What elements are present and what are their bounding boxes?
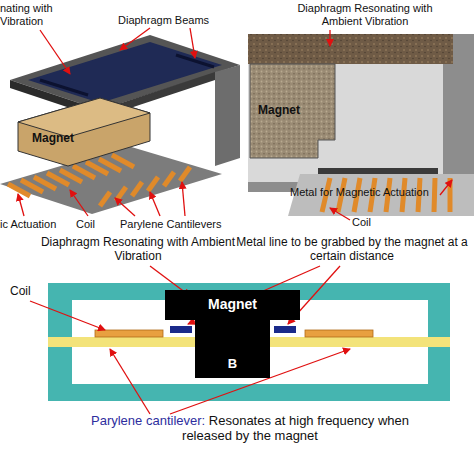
part-label: Coil <box>76 218 116 231</box>
field-label: B <box>165 356 300 371</box>
part-label: nating with Vibration <box>0 2 70 27</box>
part-label: Diaphragm Resonating with Ambient Vibrat… <box>38 236 238 264</box>
substrate <box>0 146 222 214</box>
cantilever-array <box>8 155 190 206</box>
leader-line <box>70 190 88 216</box>
diaphragm <box>248 34 453 64</box>
leader-line <box>330 208 350 220</box>
cantilever <box>100 192 110 206</box>
leader-line <box>18 194 24 216</box>
coil-line <box>434 178 435 212</box>
device-body <box>48 283 450 401</box>
part-label: Diaphragm Beams <box>118 14 228 27</box>
diaphragm <box>28 42 222 103</box>
cantilever <box>116 187 126 201</box>
leader-line <box>440 180 452 195</box>
coil <box>95 330 163 337</box>
leader-lines <box>18 28 452 414</box>
frame <box>248 34 474 192</box>
leader-line <box>40 30 70 74</box>
part-label: Metal line to be grabbed by the magnet a… <box>232 236 472 264</box>
leader-line <box>150 192 160 216</box>
cavity <box>248 64 443 182</box>
substrate <box>288 174 474 216</box>
leader-line <box>120 28 150 50</box>
cantilever <box>148 177 158 191</box>
magnet-body <box>165 290 300 378</box>
magnet-shape: MagnetB <box>165 290 300 378</box>
cantilever <box>132 182 142 196</box>
coil <box>305 330 373 337</box>
cantilever <box>180 167 190 181</box>
leader-line <box>182 182 185 216</box>
leader-line <box>115 198 135 216</box>
leader-line <box>30 301 105 330</box>
part-label: Metal for Magnetic Actuation <box>290 186 460 199</box>
part-label: Magnet <box>32 132 102 146</box>
part-label: Coil <box>352 216 392 229</box>
part-label: Resonates at high frequency when release… <box>182 413 409 443</box>
leader-line <box>110 349 150 414</box>
frame-wall <box>215 65 240 166</box>
part-label: Magnet <box>258 104 328 118</box>
parylene-layer <box>268 337 450 347</box>
cantilever <box>112 155 134 167</box>
magnet-block <box>250 64 335 158</box>
metal-strip <box>318 168 438 174</box>
metal-line <box>170 326 192 333</box>
part-label: ic Actuation <box>0 218 80 231</box>
leader-line <box>329 30 330 46</box>
part-label: Parylene cantilever: <box>91 413 205 428</box>
magnet-block <box>18 98 150 166</box>
note-text: Parylene cantilever: Resonates at high f… <box>90 414 410 444</box>
magnet-label: Magnet <box>165 296 300 312</box>
cantilever <box>164 172 174 186</box>
leader-line <box>190 28 195 58</box>
metal-line <box>274 326 296 333</box>
part-label: Diaphragm Resonating with Ambient Vibrat… <box>280 2 450 27</box>
parylene-layer <box>48 337 198 347</box>
part-label: Parylene Cantilevers <box>120 218 245 231</box>
part-label: Coil <box>10 285 50 299</box>
